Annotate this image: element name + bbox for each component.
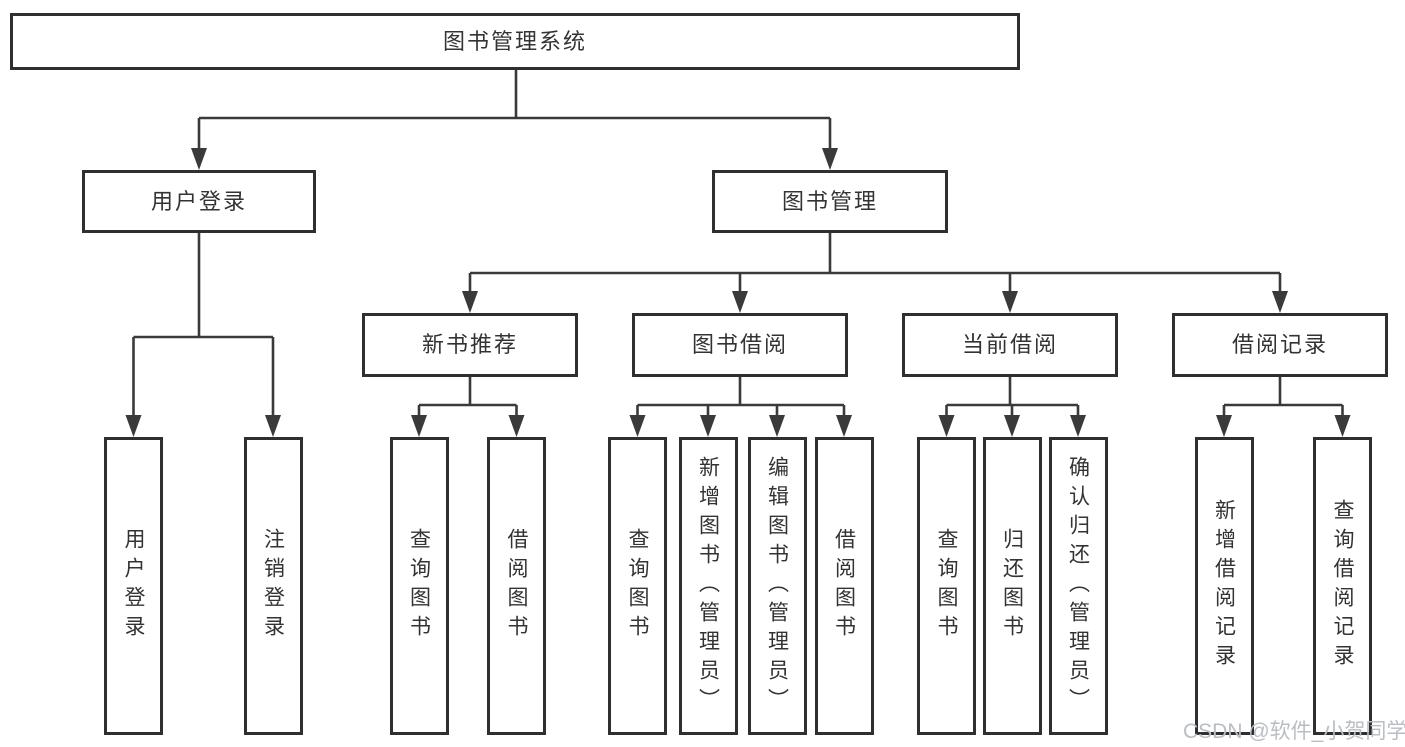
arrowhead-icon	[1002, 291, 1018, 313]
node-current-borrowing: 当前借阅	[902, 313, 1118, 377]
node-book-borrowing: 图书借阅	[632, 313, 848, 377]
leaf-query-books-recommend: 查询图书	[389, 437, 449, 735]
arrowhead-icon	[1216, 415, 1232, 437]
arrowhead-icon	[1004, 415, 1020, 437]
leaf-query-books-current: 查询图书	[917, 437, 976, 735]
arrowhead-icon	[1070, 415, 1086, 437]
arrowhead-icon	[411, 415, 427, 437]
leaf-add-borrow-record: 新增借阅记录	[1194, 437, 1254, 735]
leaf-add-book-admin: 新增图书（管理员）	[678, 437, 738, 735]
leaf-confirm-return-admin: 确认归还（管理员）	[1048, 437, 1108, 735]
arrowhead-icon	[700, 415, 716, 437]
node-book-management-branch: 图书管理	[712, 170, 948, 233]
arrowhead-icon	[265, 415, 281, 437]
arrowhead-icon	[462, 291, 478, 313]
arrowhead-icon	[629, 415, 646, 437]
arrowhead-icon	[1334, 415, 1351, 437]
node-user-login-branch: 用户登录	[82, 170, 316, 233]
arrowhead-icon	[769, 415, 785, 437]
leaf-query-borrow-record: 查询借阅记录	[1313, 437, 1372, 735]
arrowhead-icon	[125, 415, 142, 437]
node-new-book-recommendation: 新书推荐	[362, 313, 578, 377]
leaf-user-login: 用户登录	[104, 437, 163, 735]
arrowhead-icon	[191, 148, 207, 170]
leaf-borrow-books-recommend: 借阅图书	[487, 437, 546, 735]
leaf-query-books-borrowing: 查询图书	[608, 437, 667, 735]
arrowhead-icon	[1272, 291, 1288, 313]
node-library-management-system: 图书管理系统	[10, 13, 1020, 70]
leaf-logout: 注销登录	[243, 437, 303, 735]
leaf-return-books: 归还图书	[982, 437, 1042, 735]
csdn-watermark: CSDN @软件_小贺同学	[1183, 720, 1405, 743]
arrowhead-icon	[938, 415, 955, 437]
arrowhead-icon	[732, 291, 748, 313]
node-borrowing-records: 借阅记录	[1172, 313, 1388, 377]
leaf-borrow-books-borrowing: 借阅图书	[814, 437, 874, 735]
arrowhead-icon	[836, 415, 852, 437]
leaf-edit-book-admin: 编辑图书（管理员）	[747, 437, 807, 735]
arrowhead-icon	[508, 415, 525, 437]
arrowhead-icon	[822, 148, 838, 170]
